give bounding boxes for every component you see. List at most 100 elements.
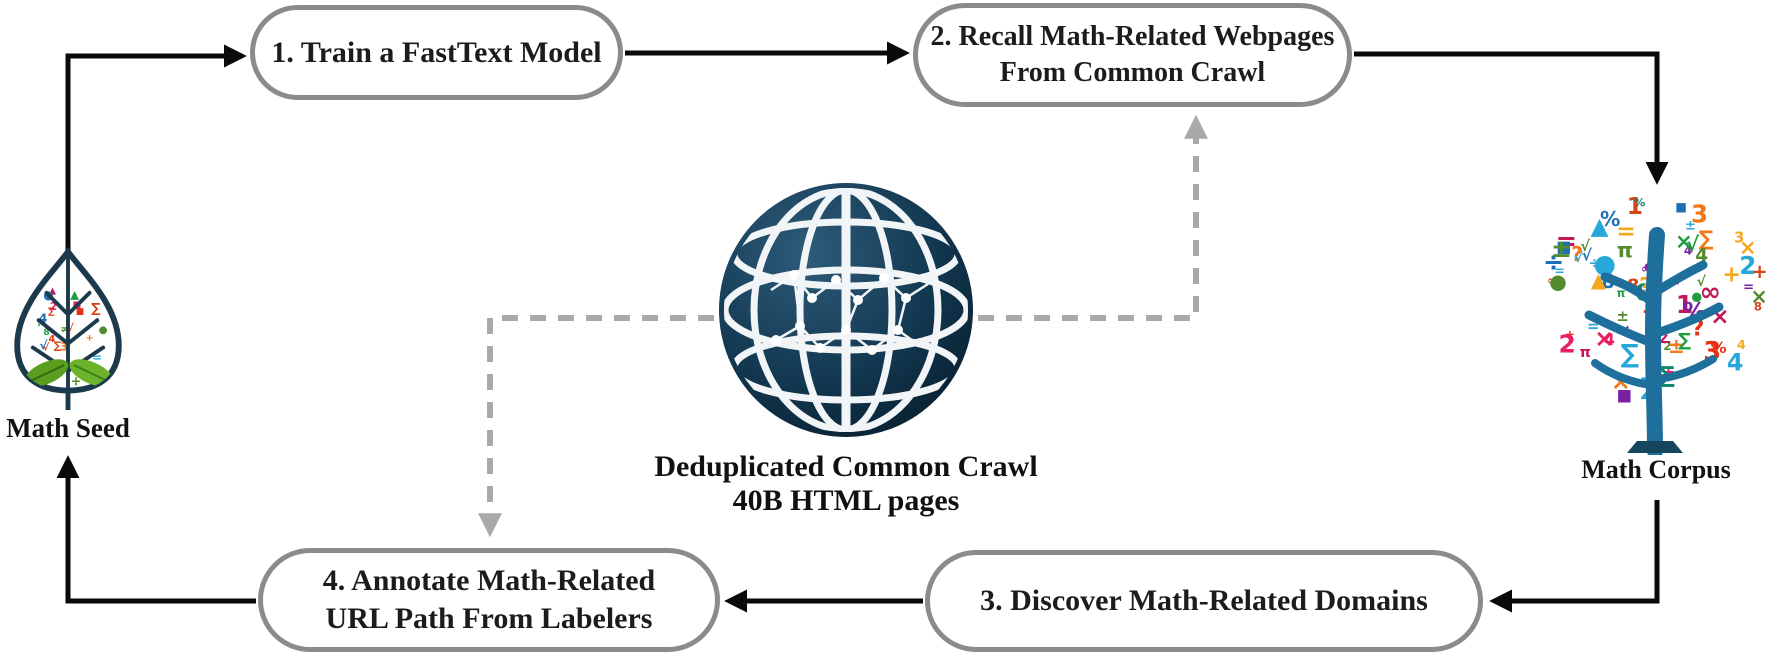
svg-text:+: +: [86, 333, 94, 344]
arrow-seed-to-step1: [65, 44, 247, 252]
svg-text:=: =: [1743, 280, 1754, 295]
step-1-label: 1. Train a FastText Model: [271, 35, 602, 69]
svg-text:±: ±: [1668, 334, 1685, 358]
caption-line1: Deduplicated Common Crawl: [654, 450, 1038, 483]
svg-text:1: 1: [1627, 193, 1643, 220]
step-2-label-line2: From Common Crawl: [999, 57, 1266, 88]
svg-text:∞: ∞: [1700, 278, 1722, 308]
svg-text:%: %: [1634, 195, 1646, 209]
arrow-corpus-to-step3: [1489, 500, 1660, 613]
arrow-step4-to-seed: [56, 455, 256, 604]
svg-text:±: ±: [1551, 234, 1572, 263]
step-4-label-line2: URL Path From Labelers: [325, 602, 653, 635]
svg-text:■: ■: [1556, 237, 1571, 256]
dashed-arrow-crawl-to-step2: [978, 114, 1208, 321]
svg-text:√: √: [1697, 274, 1707, 290]
svg-text:÷: ÷: [1588, 254, 1600, 271]
step-2-label-line1: 2. Recall Math-Related Webpages: [930, 21, 1335, 52]
svg-text:×: ×: [1594, 325, 1614, 353]
svg-text:∑: ∑: [54, 339, 62, 352]
svg-text:3: 3: [60, 340, 68, 354]
step-4-label-line1: 4. Annotate Math-Related: [322, 564, 656, 597]
step-2-box: 2. Recall Math-Related Webpages From Com…: [913, 3, 1352, 107]
svg-text:√: √: [67, 323, 74, 334]
svg-text:3: 3: [1691, 200, 1708, 229]
svg-text:√: √: [1582, 247, 1593, 265]
svg-text:4: 4: [49, 334, 56, 345]
svg-text:4: 4: [1727, 348, 1743, 376]
svg-text:=: =: [1556, 227, 1577, 257]
svg-text:=: =: [1554, 263, 1565, 278]
svg-text:π: π: [1617, 238, 1633, 262]
caption-line2: 40B HTML pages: [732, 484, 960, 517]
tree-base: [1627, 441, 1683, 453]
svg-text:●: ●: [1691, 290, 1702, 304]
svg-text:▲: ▲: [70, 288, 79, 302]
math-seed-icon: 2▲■≠▲?4■83∑+∑∑31●=●+√4=√∑√: [14, 246, 122, 411]
svg-text:+: +: [1565, 327, 1575, 341]
svg-text:×: ×: [1739, 234, 1757, 259]
svg-text:4: 4: [1604, 330, 1615, 349]
svg-text:●: ●: [99, 324, 108, 336]
svg-text:8: 8: [1754, 300, 1762, 314]
svg-text:2: 2: [1663, 339, 1671, 353]
svg-text:●: ●: [1549, 269, 1567, 293]
common-crawl-caption: Deduplicated Common Crawl 40B HTML pages: [596, 450, 1096, 518]
step-3-label: 3. Discover Math-Related Domains: [980, 584, 1428, 617]
svg-text:∞: ∞: [1547, 273, 1557, 287]
leaf-green-leaves: [24, 359, 114, 387]
svg-text:■: ■: [76, 307, 84, 317]
svg-text:4: 4: [1684, 243, 1692, 257]
dashed-arrow-crawl-to-step4: [478, 315, 714, 538]
svg-text:+: +: [71, 374, 82, 389]
svg-text:∑: ∑: [1621, 340, 1640, 370]
math-seed-label: Math Seed: [6, 413, 130, 443]
svg-text:√: √: [39, 338, 48, 352]
step-3-box: 3. Discover Math-Related Domains: [925, 550, 1483, 652]
svg-text:∑: ∑: [91, 301, 101, 316]
common-crawl-globe-icon: [719, 183, 973, 437]
svg-text:1: 1: [1676, 290, 1693, 319]
svg-text:4: 4: [39, 312, 47, 326]
svg-text:■: ■: [1617, 386, 1632, 405]
svg-text:%: %: [1711, 338, 1727, 357]
svg-text:π: π: [1579, 345, 1590, 361]
svg-text:√: √: [1686, 233, 1700, 257]
svg-text:∑: ∑: [1699, 227, 1714, 251]
svg-text:±: ±: [1616, 307, 1629, 325]
step-1-box: 1. Train a FastText Model: [250, 5, 623, 100]
math-corpus-label: Math Corpus: [1581, 455, 1731, 484]
svg-text:▲: ▲: [1591, 212, 1609, 240]
svg-text:?: ?: [1571, 242, 1583, 266]
svg-text:∞: ∞: [1641, 262, 1651, 276]
svg-text:√: √: [1574, 250, 1583, 266]
svg-text:=: =: [92, 350, 102, 364]
globe-network-dots: [771, 270, 911, 355]
svg-text:∑: ∑: [48, 307, 55, 317]
svg-text:8: 8: [43, 328, 49, 338]
svg-text:3: 3: [1734, 229, 1744, 246]
svg-text:π: π: [1617, 287, 1626, 300]
arrow-step2-to-corpus: [1354, 51, 1669, 185]
tree-trunk-branches: [1584, 227, 1724, 455]
svg-text:=: =: [1616, 217, 1636, 245]
svg-text:×: ×: [1750, 285, 1768, 309]
svg-text:▲: ▲: [49, 285, 57, 296]
svg-text:%: %: [1600, 207, 1620, 231]
svg-text:√: √: [1580, 238, 1590, 255]
svg-text:■: ■: [1675, 200, 1687, 214]
svg-text:●: ●: [1594, 250, 1617, 280]
svg-text:2: 2: [1559, 330, 1576, 359]
svg-text:±: ±: [1685, 218, 1696, 233]
svg-text:×: ×: [1675, 230, 1693, 255]
svg-text:2: 2: [1739, 251, 1756, 280]
step-4-box: 4. Annotate Math-Related URL Path From L…: [258, 548, 720, 652]
svg-text:+: +: [1722, 262, 1741, 288]
math-corpus-tree-icon: ●∞21%+1●48■÷√4√π?=4=+±=∑2■3%▲××√÷?83?8±×…: [1543, 193, 1768, 455]
svg-text:√: √: [42, 342, 49, 354]
svg-text:∑: ∑: [1678, 330, 1691, 351]
svg-text:4: 4: [1737, 338, 1746, 353]
svg-text:2: 2: [50, 301, 57, 313]
svg-text:+: +: [1752, 260, 1768, 283]
